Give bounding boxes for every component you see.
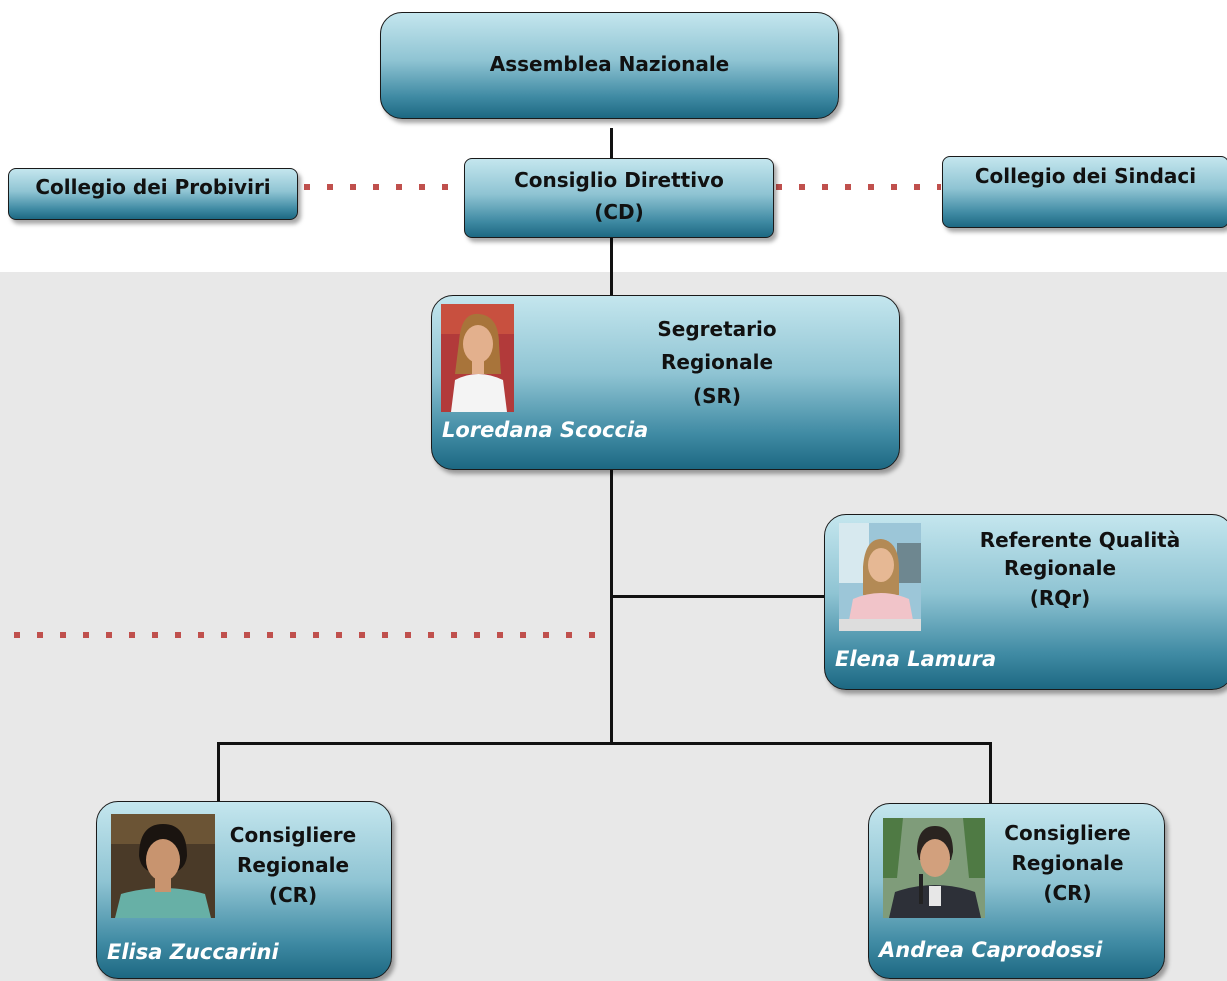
role-line1: Referente Qualità: [979, 528, 1181, 552]
connector-right-drop: [989, 742, 992, 804]
node-consigliere-regionale-right: Consigliere Regionale (CR) Andrea Caprod…: [868, 803, 1165, 979]
connector-segretario-down: [610, 470, 613, 742]
node-collegio-probiviri: Collegio dei Probiviri: [8, 168, 298, 220]
role-line2: Regionale: [1003, 556, 1117, 580]
role-line3: (CR): [268, 883, 318, 907]
connector-consiglio-segretario: [610, 238, 613, 296]
person-name: Andrea Caprodossi: [879, 938, 1103, 962]
connector-referente: [612, 595, 826, 598]
portrait-photo: [441, 304, 514, 412]
role-line2: Regionale: [660, 350, 774, 374]
dotted-link-probiviri: [304, 184, 464, 190]
node-assemblea-nazionale: Assemblea Nazionale: [380, 12, 839, 119]
dotted-link-left: [14, 632, 604, 638]
person-name: Elisa Zuccarini: [107, 940, 279, 964]
person-name: Loredana Scoccia: [442, 418, 649, 442]
role-line3: (RQr): [1029, 586, 1091, 610]
person-name: Elena Lamura: [835, 647, 997, 671]
node-collegio-sindaci: Collegio dei Sindaci: [942, 156, 1227, 228]
role-line3: (CR): [1043, 881, 1092, 905]
connector-horizontal-bottom: [217, 742, 992, 745]
role-line1: Segretario: [657, 317, 777, 341]
connector-left-drop: [217, 742, 220, 802]
role-line2: Regionale: [1011, 851, 1124, 875]
role-line1: Consigliere: [1004, 821, 1131, 845]
node-segretario-regionale: Segretario Regionale (SR) Loredana Scocc…: [431, 295, 900, 470]
node-title-line2: (CD): [594, 200, 644, 224]
portrait-photo: [839, 523, 921, 631]
node-title: Collegio dei Sindaci: [974, 164, 1197, 188]
role-line1: Consigliere: [229, 823, 357, 847]
node-referente-qualita: Referente Qualità Regionale (RQr) Elena …: [824, 514, 1227, 690]
portrait-photo: [883, 818, 985, 918]
role-line2: Regionale: [236, 853, 350, 877]
node-title: Collegio dei Probiviri: [35, 175, 271, 199]
node-consiglio-direttivo: Consiglio Direttivo (CD): [464, 158, 774, 238]
node-consigliere-regionale-left: Consigliere Regionale (CR) Elisa Zuccari…: [96, 801, 392, 979]
connector-assemblea-consiglio: [610, 128, 613, 162]
portrait-photo: [111, 814, 215, 918]
node-title-line1: Consiglio Direttivo: [514, 168, 724, 192]
dotted-link-sindaci: [776, 184, 941, 190]
node-title: Assemblea Nazionale: [489, 52, 730, 76]
role-line3: (SR): [692, 384, 742, 408]
